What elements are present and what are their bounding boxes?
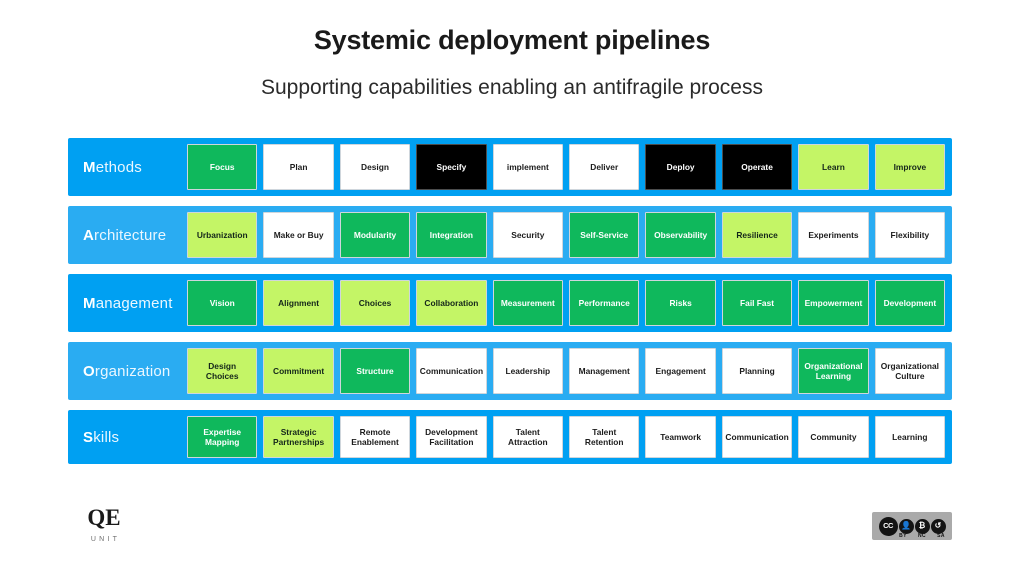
- capability-cell[interactable]: Teamwork: [645, 416, 716, 458]
- capability-cell[interactable]: Make or Buy: [263, 212, 334, 258]
- row-label-text: rchitecture: [94, 226, 167, 244]
- cc-by-icon: 👤: [898, 518, 914, 534]
- row-label-text: rganization: [94, 362, 171, 380]
- row-label-initial: O: [83, 362, 95, 380]
- capability-cell[interactable]: Engagement: [645, 348, 716, 394]
- cc-icon-group: CC 👤 ₿ ↺: [878, 516, 946, 536]
- capability-cell[interactable]: Planning: [721, 348, 793, 394]
- row-label-initial: M: [83, 158, 96, 176]
- capability-cell[interactable]: Leadership: [492, 348, 564, 394]
- capability-cell[interactable]: Organizational Learning: [798, 348, 869, 394]
- capability-cell[interactable]: Empowerment: [798, 280, 869, 326]
- row-label-initial: A: [83, 226, 95, 244]
- page-subtitle: Supporting capabilities enabling an anti…: [261, 75, 763, 99]
- capability-cell[interactable]: Expertise Mapping: [187, 416, 258, 458]
- capability-cell[interactable]: Structure: [339, 348, 411, 394]
- capability-cell[interactable]: Deliver: [569, 144, 640, 190]
- capability-cell[interactable]: Measurement: [492, 280, 564, 326]
- capability-cell[interactable]: Strategic Partnerships: [263, 416, 334, 458]
- row-label-initial: S: [83, 428, 94, 446]
- cc-nc-icon: ₿: [914, 518, 930, 534]
- capability-cell[interactable]: Specify: [416, 144, 487, 190]
- capability-cell[interactable]: Resilience: [721, 212, 793, 258]
- page-header: Systemic deployment pipelines Supporting…: [0, 0, 1024, 99]
- capability-cell[interactable]: Choices: [339, 280, 411, 326]
- capability-cell[interactable]: Vision: [187, 280, 258, 326]
- row-label-text: anagement: [95, 294, 173, 312]
- capability-cell[interactable]: Experiments: [798, 212, 869, 258]
- capability-cell[interactable]: Performance: [569, 280, 640, 326]
- logo-mark: QE: [87, 505, 121, 530]
- capability-cell[interactable]: Talent Retention: [569, 416, 640, 458]
- capability-cell[interactable]: Management: [569, 348, 640, 394]
- capability-cell[interactable]: Collaboration: [416, 280, 487, 326]
- page-title: Systemic deployment pipelines: [313, 25, 711, 55]
- cc-icon: CC: [878, 516, 898, 536]
- capability-cell[interactable]: Development Facilitation: [416, 416, 487, 458]
- capability-cell[interactable]: Fail Fast: [721, 280, 793, 326]
- capability-cell[interactable]: Learning: [874, 416, 946, 458]
- capability-cell[interactable]: Operate: [721, 144, 793, 190]
- cc-by-label: BY: [899, 533, 907, 539]
- capability-cell[interactable]: Integration: [416, 212, 487, 258]
- capability-cell[interactable]: Risks: [645, 280, 716, 326]
- capability-cell[interactable]: Self-Service: [569, 212, 640, 258]
- capability-cell[interactable]: Alignment: [263, 280, 334, 326]
- capability-cell[interactable]: Organizational Culture: [874, 348, 946, 394]
- capability-cell[interactable]: Plan: [263, 144, 334, 190]
- capability-cell[interactable]: Flexibility: [874, 212, 946, 258]
- capability-cell[interactable]: Urbanization: [187, 212, 258, 258]
- cc-sa-icon: ↺: [930, 518, 946, 534]
- capability-cell[interactable]: Remote Enablement: [339, 416, 411, 458]
- capability-cell[interactable]: Security: [492, 212, 564, 258]
- capability-cell[interactable]: Community: [798, 416, 869, 458]
- cc-sa-label: SA: [937, 533, 945, 539]
- capability-cell[interactable]: Modularity: [339, 212, 411, 258]
- capability-cell[interactable]: Design Choices: [187, 348, 258, 394]
- capability-cell[interactable]: Deploy: [645, 144, 716, 190]
- capability-cell[interactable]: Observability: [645, 212, 716, 258]
- capability-cell[interactable]: Focus: [187, 144, 258, 190]
- cc-nc-label: NC: [917, 533, 927, 539]
- capability-cell[interactable]: Commitment: [263, 348, 334, 394]
- qe-unit-logo: QE UNIT: [74, 506, 134, 543]
- capability-cell[interactable]: Development: [874, 280, 946, 326]
- capability-cell[interactable]: Improve: [874, 144, 946, 190]
- capability-cell[interactable]: Communication: [416, 348, 487, 394]
- capability-cell[interactable]: Learn: [798, 144, 869, 190]
- row-label-text: kills: [93, 428, 120, 446]
- cc-label-group: BY NC SA: [872, 533, 952, 539]
- capability-cell[interactable]: Design: [339, 144, 411, 190]
- capability-cell[interactable]: Communication: [721, 416, 793, 458]
- capability-cell[interactable]: implement: [492, 144, 564, 190]
- creative-commons-license-icon: CC 👤 ₿ ↺ BY NC SA: [872, 512, 952, 540]
- row-label-text: ethods: [95, 158, 142, 176]
- logo-subtitle: UNIT: [90, 536, 121, 543]
- row-label-initial: M: [83, 294, 96, 312]
- capability-cell[interactable]: Talent Attraction: [492, 416, 564, 458]
